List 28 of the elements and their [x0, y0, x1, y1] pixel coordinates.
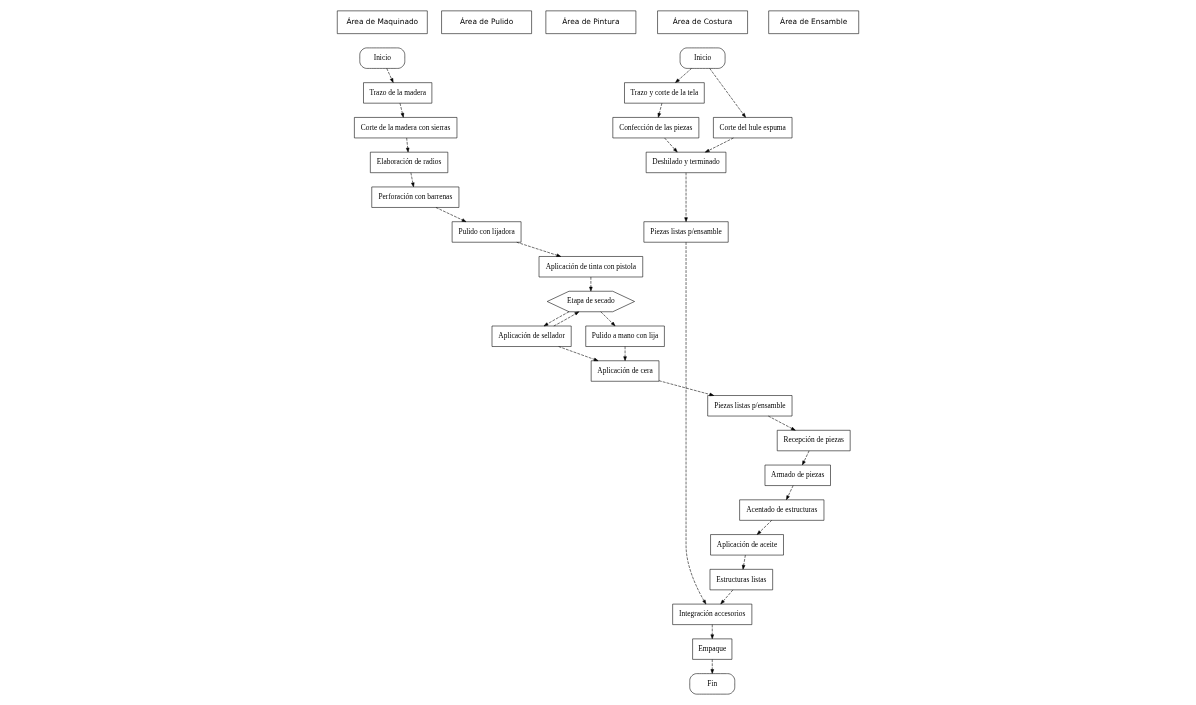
arrow	[623, 346, 627, 361]
arrow	[664, 137, 678, 153]
arrow	[684, 172, 688, 222]
arrow	[742, 554, 746, 570]
arrow	[756, 520, 772, 535]
arrow	[786, 485, 794, 500]
arrow	[685, 242, 707, 605]
arrow	[600, 311, 616, 327]
arrow	[558, 346, 599, 362]
arrow	[802, 450, 810, 466]
arrow	[553, 311, 580, 327]
arrow	[410, 172, 415, 188]
arrow	[657, 102, 663, 118]
arrow	[386, 68, 394, 83]
arrow	[709, 68, 746, 118]
arrow	[720, 589, 734, 605]
arrow	[705, 137, 734, 153]
arrow	[675, 68, 692, 83]
arrow	[710, 659, 714, 674]
arrow	[516, 242, 562, 257]
arrow	[589, 276, 593, 292]
arrow	[658, 380, 715, 397]
arrow	[399, 102, 405, 118]
arrow	[710, 624, 714, 639]
arrow	[435, 207, 467, 222]
arrow	[543, 311, 570, 327]
arrow	[768, 415, 796, 431]
arrow	[406, 137, 410, 153]
